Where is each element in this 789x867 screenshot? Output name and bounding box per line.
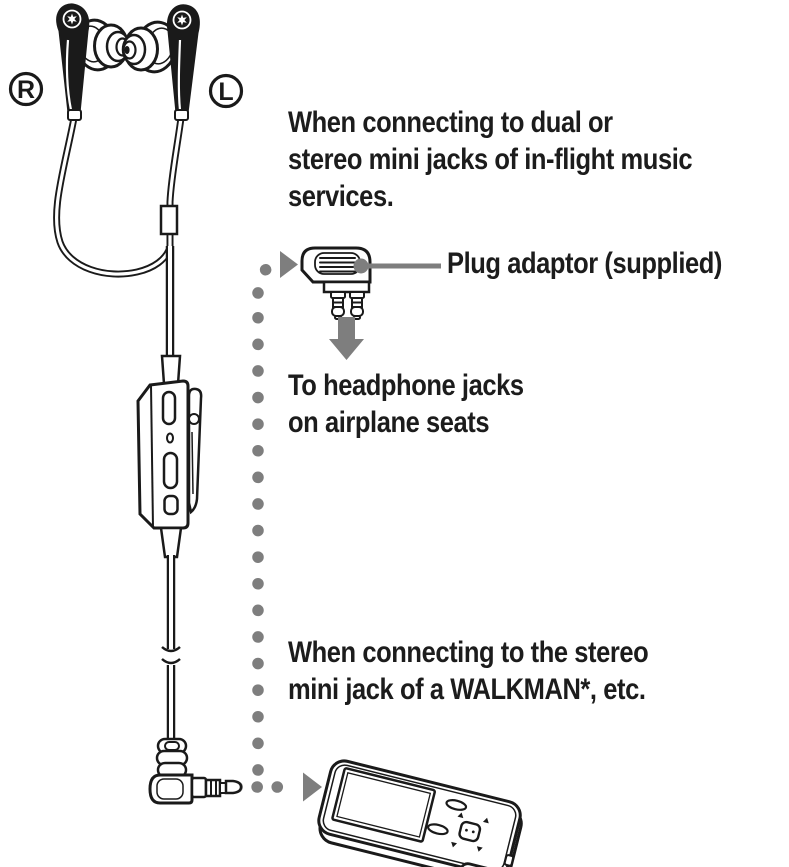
connector-arrow-top-icon — [280, 251, 298, 278]
power-switch — [161, 390, 177, 426]
dotted-connector-path — [231, 251, 322, 802]
cord-joint-sleeve — [159, 204, 179, 236]
connector-arrow-bottom-icon — [303, 772, 322, 802]
walkman-back-button — [445, 799, 468, 811]
stereo-mini-plug-icon — [148, 737, 243, 805]
airplane-jack-note: To headphone jacks on airplane seats — [288, 369, 524, 439]
headphone-cable — [53, 117, 185, 358]
walkman-heading: When connecting to the stereo mini jack … — [288, 636, 649, 706]
walkman-option-button — [426, 823, 449, 836]
plug-adaptor-label: Plug adaptor (supplied) — [447, 247, 722, 280]
walkman-center-button — [458, 820, 482, 843]
right-channel-marker: R — [8, 71, 44, 107]
monitor-button — [163, 494, 179, 516]
cable-break-mark — [161, 646, 181, 665]
walkman-screen — [331, 767, 436, 843]
plug-adaptor-icon — [300, 246, 372, 320]
right-earbud-icon — [56, 3, 131, 121]
adaptor-leader-line — [353, 258, 441, 274]
left-earbud-icon — [121, 4, 200, 121]
right-channel-letter: R — [17, 76, 35, 104]
down-arrow-icon — [329, 317, 364, 360]
cable-clip — [187, 387, 203, 515]
inflight-heading: When connecting to dual or stereo mini j… — [288, 106, 693, 213]
lower-cord — [161, 555, 181, 740]
left-channel-letter: L — [218, 78, 233, 106]
microphone-hole — [166, 432, 174, 444]
left-channel-marker: L — [208, 73, 244, 109]
slider-switch — [162, 451, 179, 490]
walkman-icon — [317, 759, 523, 867]
inline-control-box — [136, 354, 203, 559]
